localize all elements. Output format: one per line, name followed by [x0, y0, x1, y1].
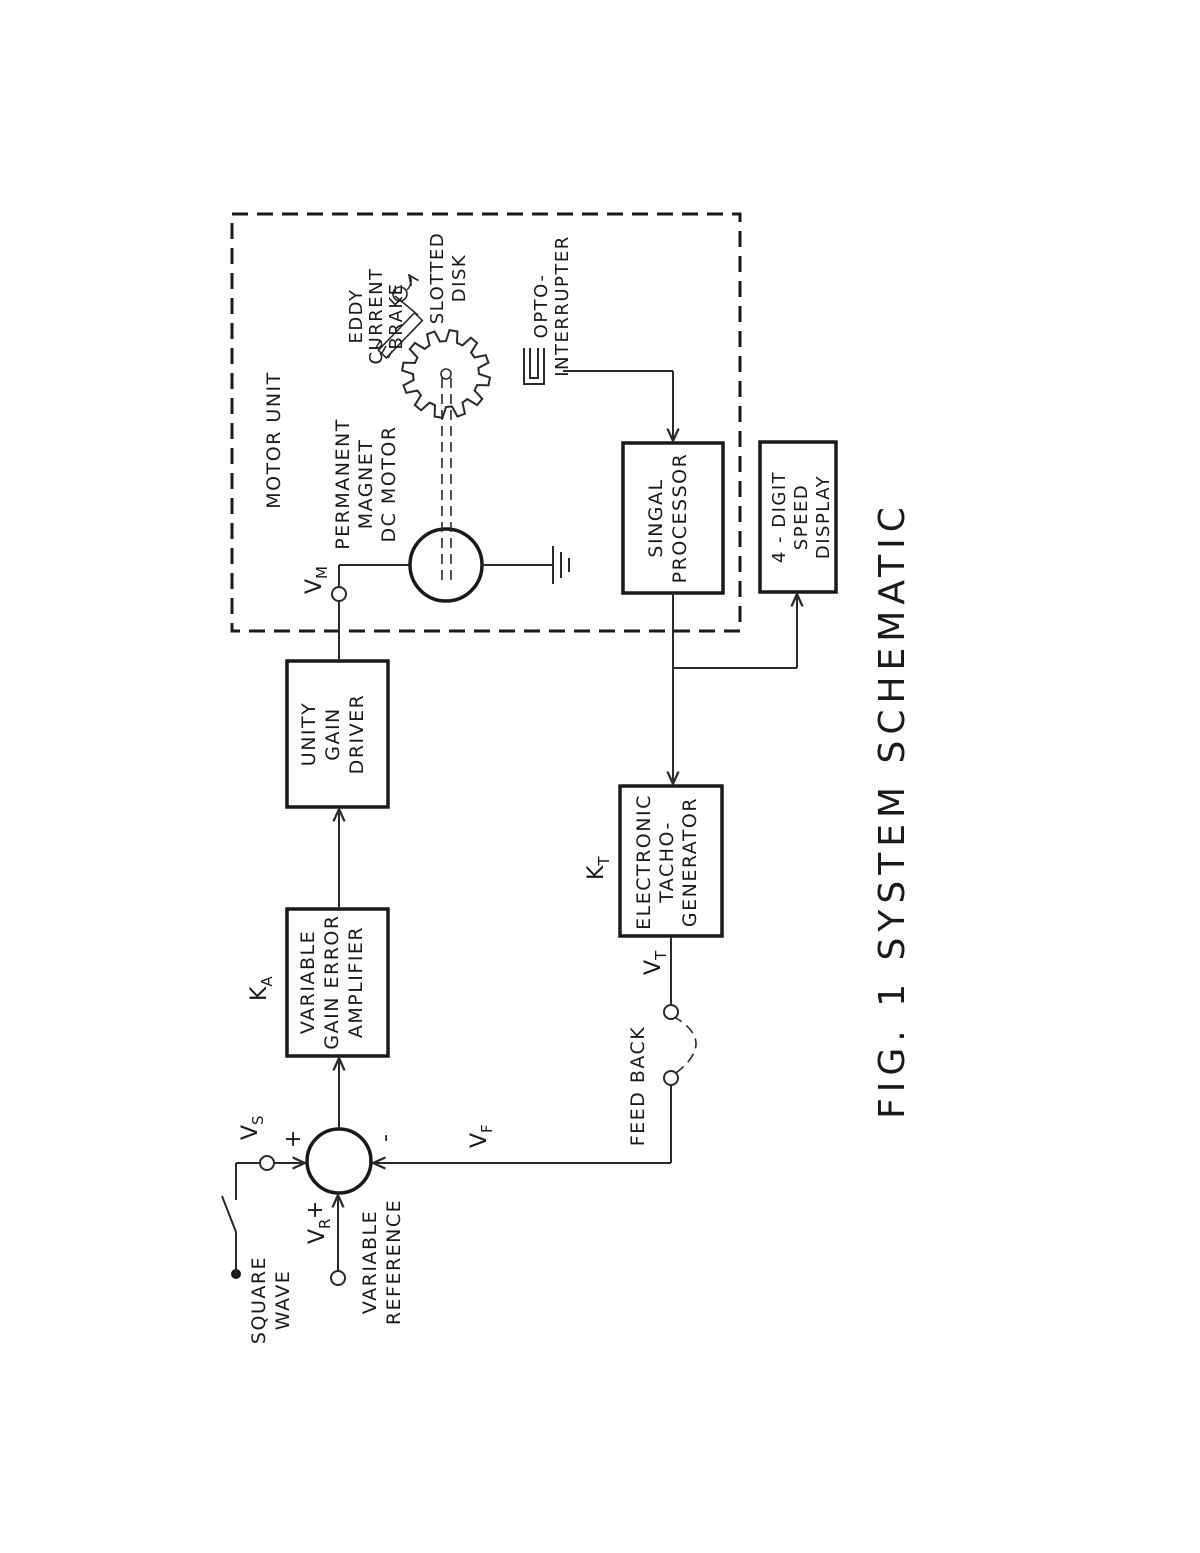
opto-interrupter-icon — [523, 348, 545, 385]
brake-label-line-1: EDDY — [346, 288, 367, 343]
vr-label: VR — [305, 1219, 334, 1245]
error-amp-label-line-1: VARIABLE — [297, 930, 319, 1034]
motor-label-line-1: PERMANENT — [332, 418, 354, 550]
display-label-line-2: SPEED — [791, 484, 812, 550]
slotted-disk-hub — [440, 368, 452, 380]
driver-block — [285, 659, 390, 809]
ka-gain-label: KA — [247, 976, 276, 1001]
signal-processor-label-line-1: SINGAL — [645, 478, 667, 557]
figure-caption: FIG. 1 SYSTEM SCHEMATIC — [872, 501, 913, 1119]
variable-reference-label-line-2: REFERENCE — [383, 1199, 405, 1325]
brake-label-line-2: CURRENT — [366, 267, 387, 364]
square-wave-label-line-1: SQUARE — [248, 1256, 270, 1344]
error-amp-label-line-2: GAIN ERROR — [321, 914, 343, 1049]
tacho-label-line-1: ELECTRONIC — [633, 794, 655, 930]
vs-terminal — [259, 1155, 275, 1171]
disk-label-line-1: SLOTTED — [427, 232, 448, 324]
dc-motor-symbol — [408, 527, 484, 603]
motor-label-line-3: DC MOTOR — [378, 425, 400, 542]
driver-label-line-1: UNITY — [298, 702, 320, 766]
vt-label: VT — [641, 950, 670, 975]
opto-label-line-2: INTERRUPTER — [552, 235, 573, 377]
display-block — [758, 440, 838, 594]
switch-blade — [221, 1195, 237, 1233]
brake-label-line-3: BRAKE — [386, 282, 407, 349]
vm-label: VM — [302, 566, 331, 594]
variable-reference-label-line-1: VARIABLE — [359, 1210, 381, 1314]
motor-unit-boundary — [230, 212, 742, 633]
plus-r-sign: + — [303, 1201, 328, 1219]
eddy-current-brake-icon — [375, 275, 424, 360]
display-label-line-1: 4 - DIGIT — [769, 471, 790, 563]
motor-label-line-2: MAGNET — [355, 439, 377, 530]
square-wave-label-line-2: WAVE — [272, 1270, 294, 1331]
signal-processor-label-line-2: PROCESSOR — [669, 453, 691, 584]
error-amp-label-line-3: AMPLIFIER — [345, 926, 367, 1038]
disk-label-line-2: DISK — [449, 254, 470, 302]
kt-gain-label: KT — [584, 856, 613, 880]
minus-f-sign: - — [373, 1134, 398, 1142]
vm-terminal — [331, 586, 347, 602]
feedback-terminal-lower — [663, 1070, 679, 1086]
motor-unit-title: MOTOR UNIT — [263, 371, 285, 508]
vr-terminal — [330, 1270, 346, 1286]
driver-label-line-3: DRIVER — [346, 694, 368, 775]
vf-label: VF — [467, 1124, 496, 1148]
feedback-terminal-upper — [663, 1004, 679, 1020]
tacho-label-line-3: GENERATOR — [679, 797, 701, 927]
slotted-disk-icon — [400, 328, 492, 420]
feedback-label: FEED BACK — [627, 1026, 649, 1147]
error-amplifier-block — [285, 907, 390, 1058]
driver-label-line-2: GAIN — [322, 707, 344, 761]
vs-label: VS — [238, 1115, 267, 1140]
tacho-label-line-2: TACHO- — [656, 821, 678, 904]
summing-junction — [305, 1127, 373, 1195]
opto-label-line-1: OPTO- — [531, 274, 552, 339]
tacho-generator-block — [618, 784, 724, 938]
display-label-line-3: DISPLAY — [813, 475, 834, 559]
feedback-jumper — [675, 1017, 697, 1074]
plus-s-sign: + — [281, 1130, 306, 1148]
